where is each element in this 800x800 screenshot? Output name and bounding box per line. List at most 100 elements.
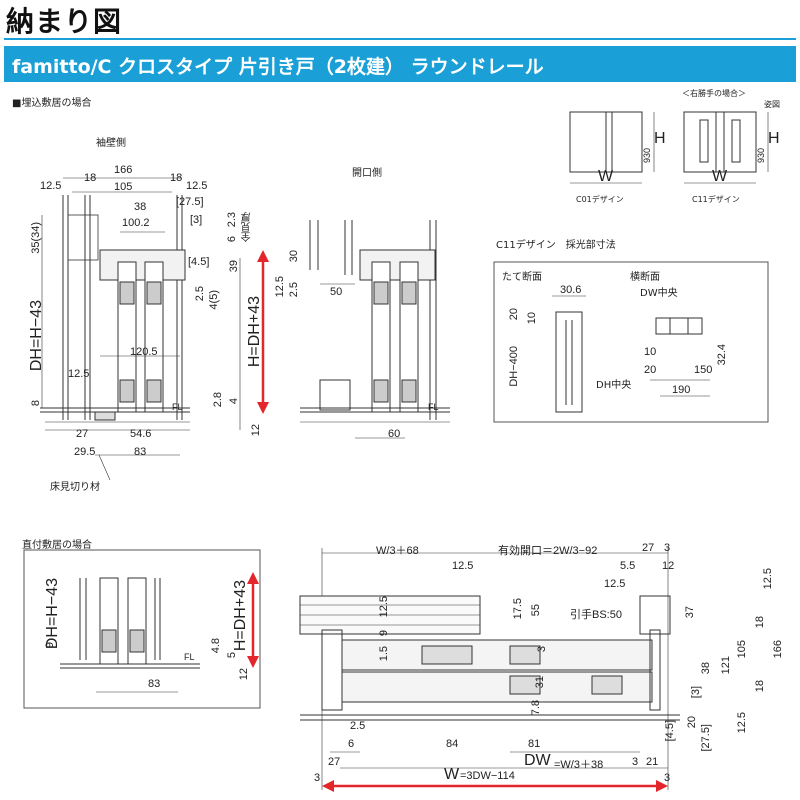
dim-3-plan-d: 3 — [314, 772, 321, 784]
dim-27: 27 — [76, 428, 89, 440]
elev-h-label-2: H — [768, 130, 780, 147]
dim-dw-label: DW — [524, 752, 551, 769]
dim-9-direct: 9 — [44, 642, 56, 649]
vertical-section-label: たて断面 — [502, 272, 542, 283]
floor-trim-caption: 床見切り材 — [50, 482, 100, 493]
dim-2-3: 2.3 — [226, 212, 238, 228]
dim-12-plan: 12 — [662, 560, 675, 572]
dim-3-plan-a: 3 — [536, 646, 548, 653]
dim-54-6: 54.6 — [130, 428, 152, 440]
dim-effective-opening: 有効開口＝2W/3−92 — [498, 545, 598, 557]
dim-120-5: 120.5 — [130, 346, 158, 358]
dim-18-left: 18 — [84, 172, 97, 184]
dim-3-plan: 3 — [664, 542, 671, 554]
dh-center-label: DH中央 — [596, 380, 632, 391]
dim-30: 30 — [288, 250, 300, 263]
dim-2-5: 2.5 — [194, 286, 206, 302]
dim-35-34: 35(34) — [30, 222, 42, 254]
dim-w-label: W — [444, 766, 460, 783]
dim-4-5: [4.5] — [188, 256, 210, 268]
dim-83-direct: 83 — [148, 678, 161, 690]
elevation-label: 姿図 — [764, 100, 780, 109]
dim-81: 81 — [528, 738, 541, 750]
dim-38-plan: 38 — [700, 662, 712, 675]
elev-930-2: 930 — [756, 148, 766, 164]
dim-7-8: 7.8 — [530, 700, 542, 716]
banner-subtitle: famitto/C クロスタイプ 片引き戸（2枚建） ラウンドレール — [12, 56, 544, 78]
dim-83: 83 — [134, 446, 147, 458]
dim-38: 38 — [134, 201, 147, 213]
dim-21: 21 — [646, 756, 659, 768]
plan-view — [299, 548, 680, 790]
dim-9-plan: 9 — [378, 630, 390, 637]
dim-105-plan: 105 — [736, 640, 748, 659]
dim-150: 150 — [694, 364, 713, 376]
dim-20-h: 20 — [644, 364, 657, 376]
dim-4-5-paren: 4(5) — [208, 290, 220, 310]
dim-39: 39 — [228, 260, 240, 273]
dim-3: [3] — [190, 214, 203, 226]
dim-37: 37 — [684, 606, 696, 619]
fl-label-left: FL — [172, 402, 183, 412]
opening-side-caption: 開口側 — [352, 168, 382, 179]
dim-18-plan-b: 18 — [754, 680, 766, 693]
title-banner — [4, 46, 796, 82]
dim-12-5-right: 12.5 — [186, 180, 208, 192]
dim-190: 190 — [672, 384, 691, 396]
handle-bs-label: 引手BS:50 — [570, 609, 622, 621]
elev-w-label-1: W — [598, 168, 614, 185]
section-sode-side — [40, 177, 241, 481]
dim-60: 60 — [388, 428, 401, 440]
dim-h-direct: H=DH+43 — [232, 580, 249, 652]
fl-label-mid: FL — [428, 402, 439, 412]
dim-18-plan: 18 — [754, 616, 766, 629]
elev-h-label-1: H — [654, 130, 666, 147]
dim-166: 166 — [114, 164, 133, 176]
dim-20-plan: 20 — [686, 716, 698, 729]
dim-dh-400: DH−400 — [508, 346, 520, 387]
dim-dh-direct: DH=H−43 — [44, 578, 61, 650]
sode-side-caption: 袖壁側 — [96, 138, 126, 149]
page-title: 納まり図 — [6, 5, 123, 38]
dim-w-equals: =3DW−114 — [460, 770, 515, 782]
dim-121: 121 — [720, 656, 732, 675]
dim-2-8: 2.8 — [212, 392, 224, 408]
dim-12: 12 — [250, 424, 262, 437]
dim-8: 8 — [30, 400, 42, 407]
dim-2-5-mid: 2.5 — [288, 282, 300, 298]
dim-166-plan: 166 — [772, 640, 784, 659]
section-opening-side — [300, 220, 450, 439]
dim-2-5-plan: 2.5 — [350, 720, 366, 732]
right-hand-note: ＜右勝手の場合＞ — [682, 89, 746, 98]
dim-h-equals: H=DH+43 — [246, 296, 263, 368]
dw-center-label: DW中央 — [640, 288, 678, 299]
horizontal-section-label: 横断面 — [630, 272, 660, 283]
title-underline — [4, 38, 796, 40]
dim-12-5-plan-d: 12.5 — [762, 568, 774, 590]
dim-6: 6 — [226, 236, 238, 243]
dim-50: 50 — [330, 286, 343, 298]
dim-12-5-left: 12.5 — [40, 180, 62, 192]
dim-31: 31 — [534, 676, 546, 689]
c11-dimensions-title: C11デザイン 採光部寸法 — [496, 240, 616, 251]
dim-20-c11: 20 — [508, 308, 520, 321]
dim-4-5-plan: [4.5] — [664, 720, 676, 742]
dim-27-plan-b: 27 — [328, 756, 341, 768]
dim-dh-equals: DH=H−43 — [28, 300, 45, 372]
dim-dw-equals: =W/3＋38 — [554, 759, 604, 771]
dim-6-plan: 6 — [348, 738, 355, 750]
dim-12-5-plan-c: 12.5 — [378, 596, 390, 618]
dim-w3-68: W/3＋68 — [376, 545, 419, 557]
elev-930-1: 930 — [642, 148, 652, 164]
dim-84: 84 — [446, 738, 459, 750]
dim-12-5-plan-b: 12.5 — [604, 578, 626, 590]
dim-4: 4 — [228, 398, 240, 405]
dim-10-c11: 10 — [526, 312, 538, 325]
dim-27-5: [27.5] — [176, 196, 204, 208]
dim-12-5-plan-e: 12.5 — [736, 712, 748, 734]
dim-27-5-plan: [27.5] — [700, 724, 712, 752]
dim-4-8: 4.8 — [210, 638, 222, 654]
embedded-sill-caption: ■埋込敷居の場合 — [12, 98, 92, 109]
dim-17-5: 17.5 — [512, 598, 524, 620]
